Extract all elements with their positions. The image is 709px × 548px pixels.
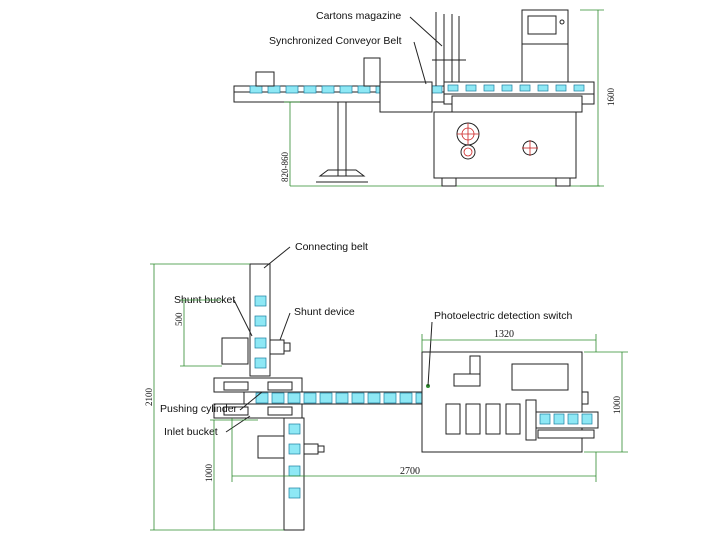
label-connecting-belt: Connecting belt <box>295 241 368 253</box>
dim-1320: 1320 <box>494 329 514 340</box>
dim-2100: 2100 <box>144 388 154 407</box>
plan-view: Connecting belt Shunt bucket Shunt devic… <box>144 241 628 531</box>
dim-2700: 2700 <box>400 466 420 477</box>
carton-stations <box>445 399 537 441</box>
label-photoelectric: Photoelectric detection switch <box>434 310 572 322</box>
carton-pockets-side <box>447 84 585 92</box>
dim-1000-right: 1000 <box>612 396 622 415</box>
upper-belt-pockets <box>254 295 267 369</box>
outlet-pockets <box>539 413 593 425</box>
lower-belt-pockets <box>288 423 301 499</box>
dim-500: 500 <box>174 312 184 326</box>
dim-1600: 1600 <box>606 88 616 107</box>
label-cartons-magazine: Cartons magazine <box>316 10 401 22</box>
label-pushing-cylinder: Pushing cylinder <box>160 403 238 415</box>
label-inlet-bucket: Inlet bucket <box>164 426 218 438</box>
dim-1000-left: 1000 <box>204 464 214 483</box>
label-synchronized-belt: Synchronized Conveyor Belt <box>269 35 402 47</box>
side-elevation-view: Cartons magazine Synchronized Conveyor B… <box>233 9 616 187</box>
label-shunt-device: Shunt device <box>294 306 355 318</box>
dim-820-860: 820-860 <box>280 152 290 182</box>
